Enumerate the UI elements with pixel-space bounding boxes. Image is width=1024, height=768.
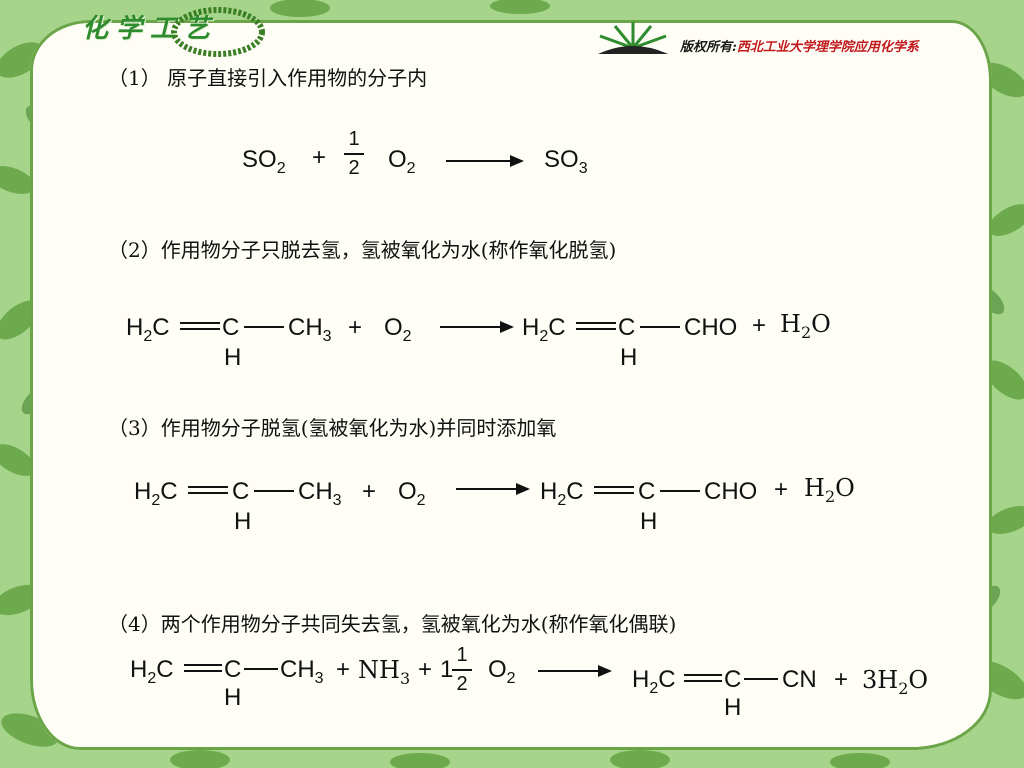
- single-bond: [640, 326, 680, 328]
- double-bond: [576, 322, 616, 330]
- section-3-heading: （3）作用物分子脱氢(氢被氧化为水)并同时添加氧: [108, 416, 557, 440]
- ch3-group: CH3: [288, 314, 332, 345]
- reaction-arrow: [446, 155, 524, 167]
- plus-sign: +: [312, 144, 327, 171]
- h2o-formula: H2O: [804, 474, 855, 506]
- wreath-icon: [171, 7, 265, 57]
- cho-group: CHO: [704, 478, 758, 505]
- so2-formula: SO2: [242, 146, 286, 177]
- ch3-group: CH3: [298, 478, 342, 509]
- double-bond: [684, 674, 722, 682]
- ch-carbon: C: [224, 656, 242, 683]
- double-bond: [180, 322, 220, 330]
- ch-carbon: C: [222, 314, 240, 341]
- section-1-heading: （1） 原子直接引入作用物的分子内: [108, 66, 428, 90]
- h2c-group: H2C: [540, 478, 584, 509]
- plus-sign: +: [362, 478, 377, 505]
- section-4-heading: （4）两个作用物分子共同失去氢，氢被氧化为水(称作氧化偶联): [108, 612, 677, 636]
- h-atom: H: [724, 694, 742, 721]
- o2-formula: O2: [388, 146, 416, 177]
- h2c-group: H2C: [130, 656, 174, 687]
- o2-formula: O2: [488, 656, 516, 687]
- h-atom: H: [234, 508, 252, 535]
- plus-sign: +: [336, 656, 351, 683]
- section-2-heading: （2）作用物分子只脱去氢，氢被氧化为水(称作氧化脱氢): [108, 238, 617, 262]
- h2c-group: H2C: [134, 478, 178, 509]
- single-bond: [244, 326, 284, 328]
- single-bond: [744, 678, 778, 680]
- plus-sign: +: [834, 666, 849, 693]
- ch-carbon: C: [618, 314, 636, 341]
- nh3-formula: NH3: [358, 656, 411, 688]
- logo-title: 化学工艺: [82, 14, 219, 44]
- plus-sign: +: [418, 656, 433, 683]
- plus-sign: +: [348, 314, 363, 341]
- single-bond: [244, 668, 278, 670]
- h-atom: H: [620, 344, 638, 371]
- cho-group: CHO: [684, 314, 738, 341]
- copyright-prefix: 版权所有:: [680, 40, 737, 55]
- plus-sign: +: [774, 476, 789, 503]
- ch3-group: CH3: [280, 656, 324, 687]
- 3h2o-formula: 3H2O: [862, 666, 929, 698]
- h-atom: H: [640, 508, 658, 535]
- o2-formula: O2: [398, 478, 426, 509]
- h-atom: H: [224, 684, 242, 711]
- double-bond: [184, 664, 222, 672]
- h2c-group: H2C: [126, 314, 170, 345]
- mixed-number-whole: 1: [440, 656, 454, 683]
- double-bond: [188, 486, 228, 494]
- single-bond: [254, 490, 294, 492]
- copyright-org: 西北工业大学理学院应用化学系: [736, 40, 919, 55]
- h2c-group: H2C: [522, 314, 566, 345]
- ch-carbon: C: [724, 666, 742, 693]
- sunrise-logo-icon: [598, 22, 668, 54]
- cn-group: CN: [782, 666, 817, 693]
- ch-carbon: C: [638, 478, 656, 505]
- o2-formula: O2: [384, 314, 412, 345]
- h2o-formula: H2O: [780, 310, 831, 342]
- content-card: [30, 20, 992, 750]
- reaction-arrow: [440, 321, 514, 333]
- double-bond: [594, 486, 634, 494]
- reaction-arrow: [456, 483, 530, 495]
- h-atom: H: [224, 344, 242, 371]
- single-bond: [660, 490, 700, 492]
- copyright-notice: 版权所有:西北工业大学理学院应用化学系: [680, 36, 919, 55]
- reaction-arrow: [538, 665, 612, 677]
- plus-sign: +: [752, 312, 767, 339]
- ch-carbon: C: [232, 478, 250, 505]
- so3-formula: SO3: [544, 146, 588, 177]
- h2c-group: H2C: [632, 666, 676, 697]
